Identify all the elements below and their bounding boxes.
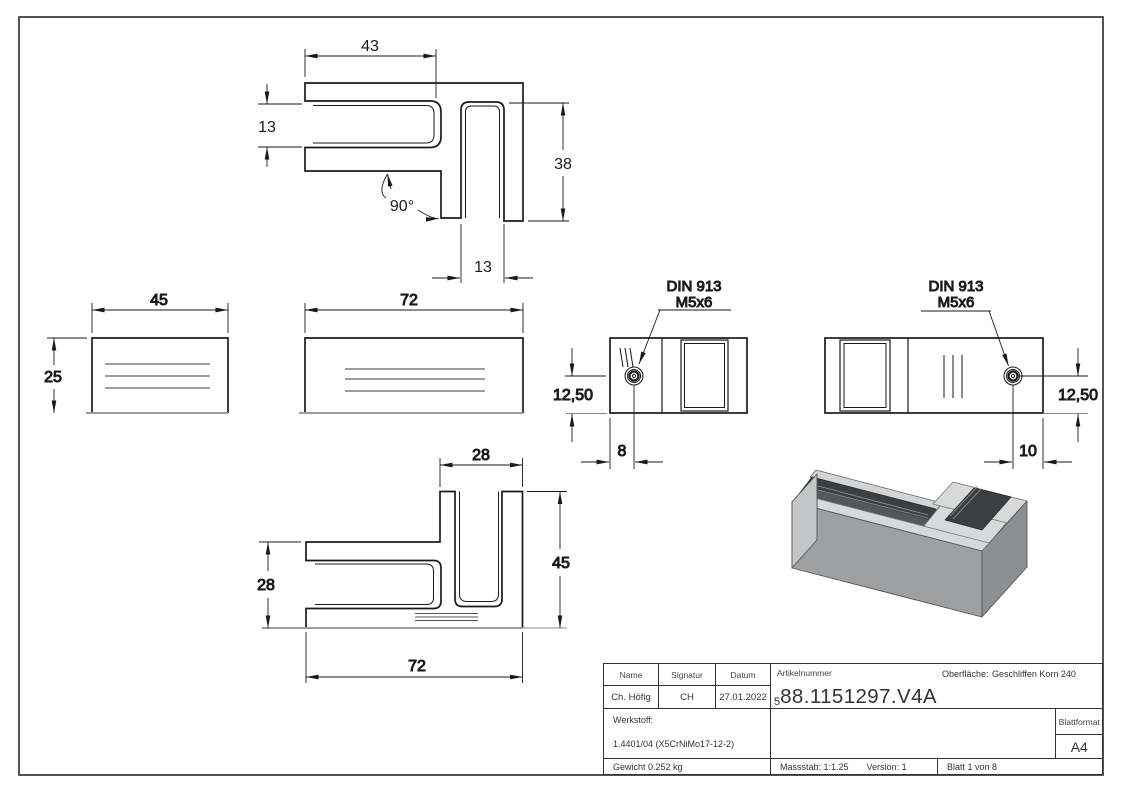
side-view-left: DIN 913 M5x6 12,50 8 [552, 278, 748, 469]
dim-short-width: 45 [150, 292, 168, 309]
tb-material-label: Werkstoff: [613, 715, 654, 725]
front-long-outline [304, 337, 524, 413]
dim-elev-height: 45 [552, 555, 570, 572]
iso-end-face [791, 473, 818, 569]
tb-format-value: A4 [1056, 735, 1103, 759]
iso-slot1-floor [799, 487, 929, 527]
dim-hole-offset: 10 [1019, 443, 1037, 460]
tb-article-number: 588.1151297.V4A [774, 685, 937, 708]
tb-weight: Gewicht 0.252 kg [604, 759, 771, 774]
tb-material-cell: Werkstoff: 1.4401/04 (X5CrNiMo17-12-2) [604, 709, 771, 759]
tb-signature-label: Signatur [659, 664, 716, 686]
tb-surface-label: Oberfläche: [942, 669, 989, 679]
side-left-slot-inner [684, 343, 725, 408]
dim-elev-width: 72 [408, 658, 426, 675]
dim-top-angle: 90° [390, 198, 414, 215]
elevation-view: 28 28 45 72 [257, 447, 571, 683]
tb-article-cell: Artikelnummer Oberfläche: Geschliffen Ko… [771, 664, 1102, 709]
side-right-slot-inner [843, 343, 887, 408]
dim-hole-center: 12,50 [553, 387, 593, 404]
tb-signature-value: CH [659, 686, 716, 709]
side-right-slot-outer [839, 339, 891, 412]
tb-sheet-info: Blatt 1 von 8 [947, 761, 998, 772]
tb-scale: Massstab: 1:1.25 [780, 761, 849, 772]
dim-elev-arm: 28 [257, 577, 275, 594]
elevation-liner-vertical [459, 491, 499, 602]
callout-thread: M5x6 [938, 294, 975, 311]
dim-top-width: 43 [361, 38, 379, 55]
tb-surface-value: Geschliffen Korn 240 [992, 669, 1076, 679]
tb-article-label: Artikelnummer [777, 668, 832, 678]
tb-date-label: Datum [716, 664, 771, 686]
title-block: Name Signatur Datum Artikelnummer Oberfl… [603, 663, 1103, 775]
side-right-body [824, 337, 1044, 414]
iso-slot2-dark [944, 487, 1012, 531]
dim-short-height: 25 [44, 369, 62, 386]
callout-thread: M5x6 [676, 294, 713, 311]
dim-top-slot: 13 [258, 119, 276, 136]
tb-version: Version: 1 [866, 761, 907, 772]
tb-name-label: Name [604, 664, 659, 686]
elevation-liner-horizontal [315, 563, 434, 605]
tb-scale-version: Massstab: 1:1.25 Version: 1 [771, 759, 938, 774]
isometric-view [791, 469, 1028, 618]
callout-din: DIN 913 [928, 278, 983, 295]
dim-hole-offset: 8 [618, 443, 627, 460]
top-view-liner-horizontal [313, 105, 435, 144]
dim-top-depth: 38 [554, 156, 572, 173]
grind-marks [619, 347, 634, 368]
side-left-slot-outer [680, 339, 729, 412]
dim-long-width: 72 [400, 292, 418, 309]
hidden-lines [415, 613, 478, 621]
tb-material-value: 1.4401/04 (X5CrNiMo17-12-2) [613, 739, 735, 749]
top-view-liner-vertical [465, 105, 500, 218]
elevation-outline [305, 490, 524, 628]
tb-empty-cell [771, 709, 1056, 759]
tb-date-value: 27.01.2022 [716, 686, 771, 709]
screw-hole [624, 366, 644, 386]
front-view-short: 45 25 [44, 292, 229, 414]
top-view-outline [304, 82, 524, 222]
dim-top-slot-bottom: 13 [474, 259, 492, 276]
side-view-right: DIN 913 M5x6 12,50 10 [824, 278, 1099, 469]
grind-marks [943, 355, 963, 398]
sheet-border [18, 16, 1104, 776]
tb-name-value: Ch. Höfig [604, 686, 659, 709]
front-view-long: 72 [299, 292, 524, 414]
callout-din: DIN 913 [666, 278, 721, 295]
tb-format-label: Blattformat [1056, 709, 1103, 735]
top-view: 43 13 38 90° 13 [258, 38, 572, 283]
dim-elev-slot: 28 [472, 447, 490, 464]
dim-hole-center: 12,50 [1058, 387, 1098, 404]
